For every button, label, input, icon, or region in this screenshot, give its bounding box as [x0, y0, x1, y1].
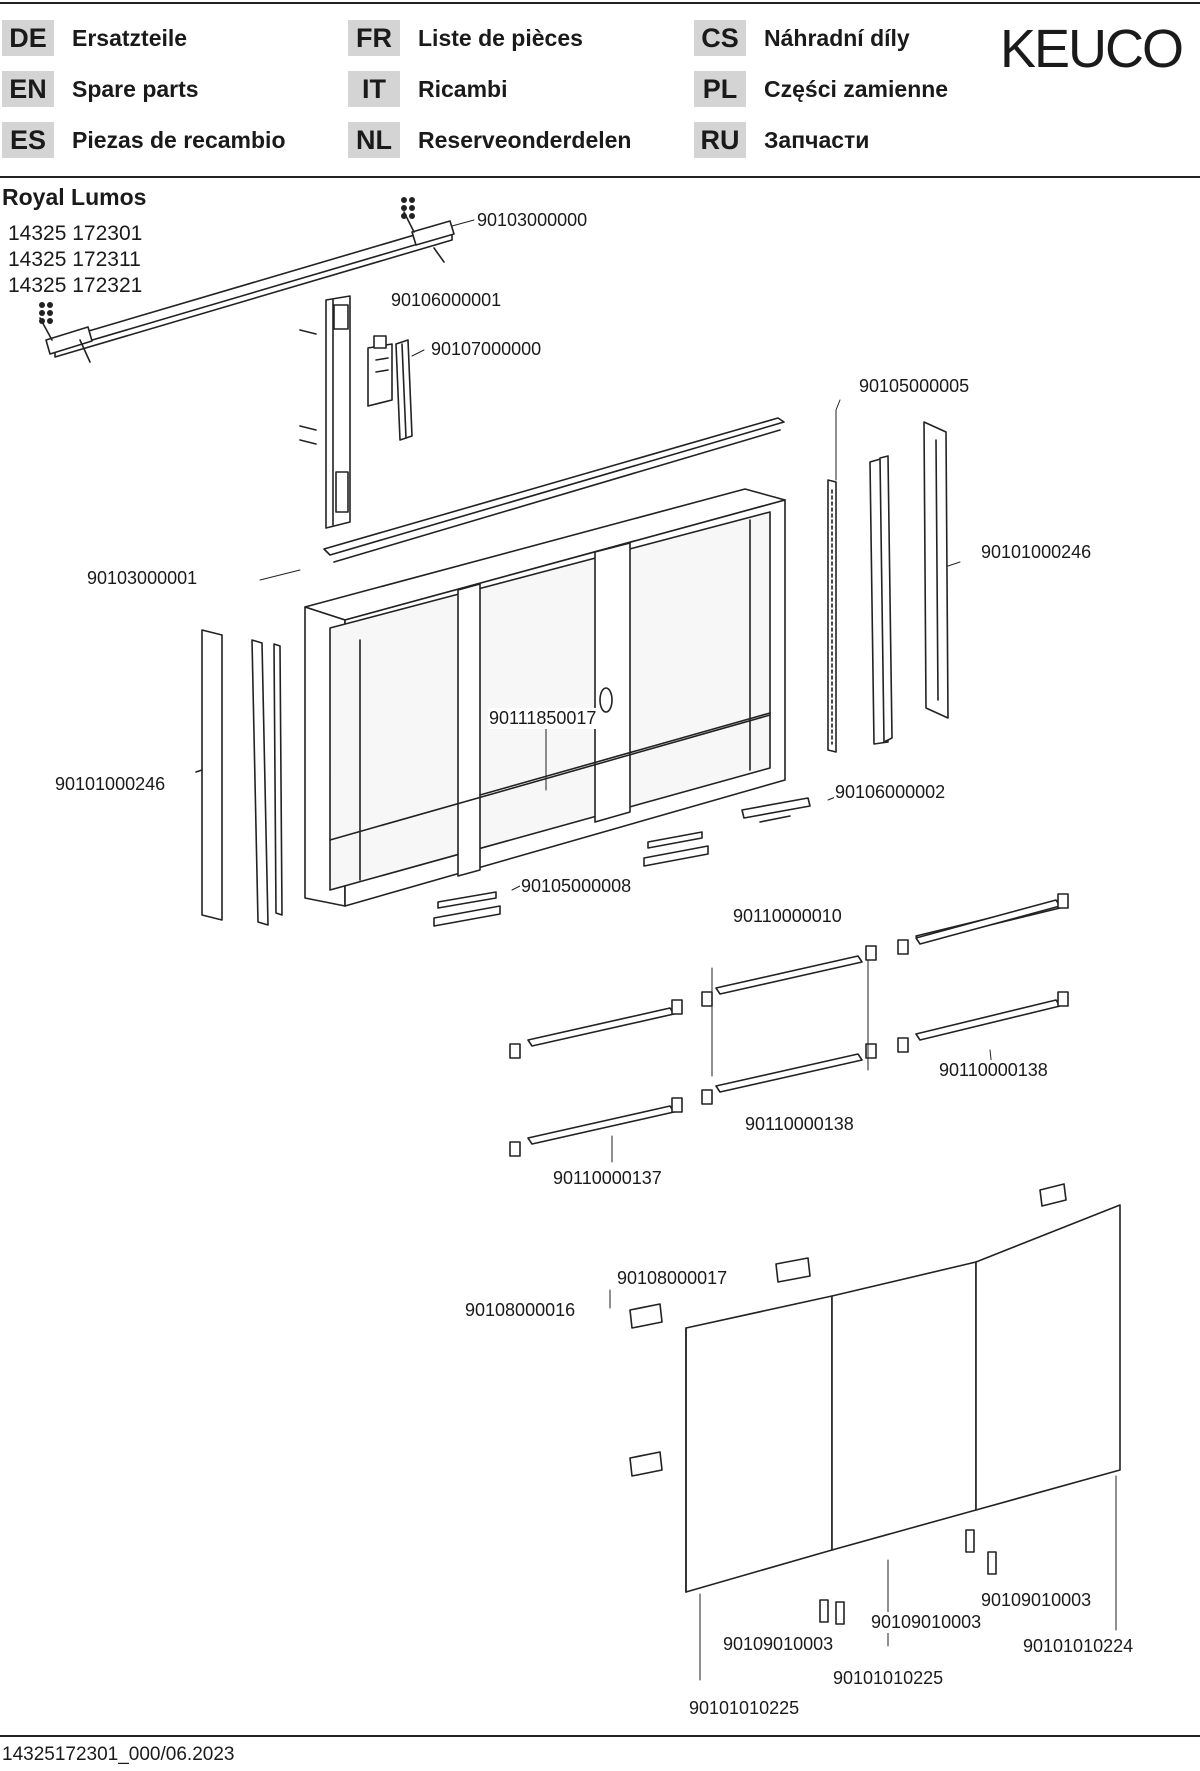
left-side-cover — [202, 630, 282, 925]
part-number-label: 90109010003 — [870, 1612, 983, 1633]
lang-row-en: EN Spare parts — [2, 71, 199, 107]
lang-code: FR — [348, 20, 400, 56]
leader-lines — [260, 220, 1116, 1680]
lang-row-fr: FR Liste de pièces — [348, 20, 583, 56]
part-number-label: 90101010225 — [688, 1698, 801, 1719]
part-number-label: 90105000005 — [858, 376, 971, 397]
screw-set-icon — [39, 197, 415, 324]
lang-name: Запчасти — [764, 126, 870, 153]
part-number-label: 90106000001 — [390, 290, 503, 311]
leader-line — [196, 770, 202, 772]
lang-row-cs: CS Náhradní díly — [694, 20, 910, 56]
part-number-label: 90110000138 — [938, 1060, 1049, 1081]
lang-name: Ricambi — [418, 75, 508, 102]
part-number-label: 90109010003 — [722, 1634, 835, 1655]
lang-name: Spare parts — [72, 75, 199, 102]
lang-row-pl: PL Części zamienne — [694, 71, 948, 107]
part-number-label: 90101000246 — [980, 542, 1093, 563]
top-cover-strip — [324, 418, 784, 562]
part-number-label: 90110000010 — [732, 906, 843, 927]
shelf-rail — [434, 832, 708, 926]
mirror-doors — [686, 1205, 1120, 1592]
part-number-label: 90110000138 — [744, 1114, 855, 1135]
lang-code: EN — [2, 71, 54, 107]
lang-code: IT — [348, 71, 400, 107]
product-name: Royal Lumos — [2, 184, 147, 210]
switch-unit — [742, 798, 810, 822]
lang-code: RU — [694, 122, 746, 158]
lang-name: Reserveonderdelen — [418, 126, 632, 153]
article-number: 14325 172321 — [8, 274, 143, 297]
transformer-unit — [368, 336, 392, 406]
lang-code: NL — [348, 122, 400, 158]
part-number-label: 90103000000 — [476, 210, 589, 231]
lang-code: PL — [694, 71, 746, 107]
article-number: 14325 172311 — [8, 248, 141, 271]
lang-code: ES — [2, 122, 54, 158]
lang-row-es: ES Piezas de recambio — [2, 122, 286, 158]
electrical-mounting-rail — [300, 296, 350, 528]
part-number-label: 90103000001 — [86, 568, 199, 589]
glass-shelves — [528, 900, 1060, 1144]
part-number-label: 90101000246 — [54, 774, 167, 795]
cabinet-body — [305, 489, 785, 906]
part-number-label: 90105000008 — [520, 876, 633, 897]
part-number-label: 90109010003 — [980, 1590, 1093, 1611]
lang-name: Ersatzteile — [72, 24, 188, 51]
part-number-label: 90111850017 — [488, 708, 598, 729]
part-number-label: 90108000017 — [616, 1268, 729, 1289]
part-number-label: 90107000000 — [430, 339, 543, 360]
header-divider — [0, 176, 1200, 178]
top-rule — [0, 2, 1200, 4]
lang-row-nl: NL Reserveonderdelen — [348, 122, 631, 158]
part-number-label: 90101010225 — [832, 1668, 945, 1689]
footer-divider — [0, 1735, 1200, 1737]
hinge-parts — [630, 1184, 1066, 1624]
document-number: 14325172301_000/06.2023 — [2, 1744, 235, 1765]
cable-cover — [396, 340, 412, 440]
lang-row-ru: RU Запчасти — [694, 122, 869, 158]
shelf-clip-set — [510, 894, 1068, 1156]
lang-row-de: DE Ersatzteile — [2, 20, 187, 56]
top-mounting-rail — [40, 212, 454, 362]
part-number-label: 90101010224 — [1022, 1636, 1135, 1657]
lang-name: Piezas de recambio — [72, 126, 286, 153]
article-number: 14325 172301 — [8, 222, 143, 245]
part-number-label: 90110000137 — [552, 1168, 663, 1189]
lang-name: Náhradní díly — [764, 24, 910, 51]
right-side-cover — [870, 422, 948, 744]
part-number-label: 90106000002 — [834, 782, 947, 803]
lang-name: Liste de pièces — [418, 24, 583, 51]
part-number-label: 90108000016 — [464, 1300, 577, 1321]
lang-code: DE — [2, 20, 54, 56]
lang-name: Części zamienne — [764, 75, 949, 102]
brand-logo: KEUCO — [1000, 19, 1184, 79]
lang-row-it: IT Ricambi — [348, 71, 507, 107]
led-profile-strip — [828, 480, 836, 752]
lang-code: CS — [694, 20, 746, 56]
